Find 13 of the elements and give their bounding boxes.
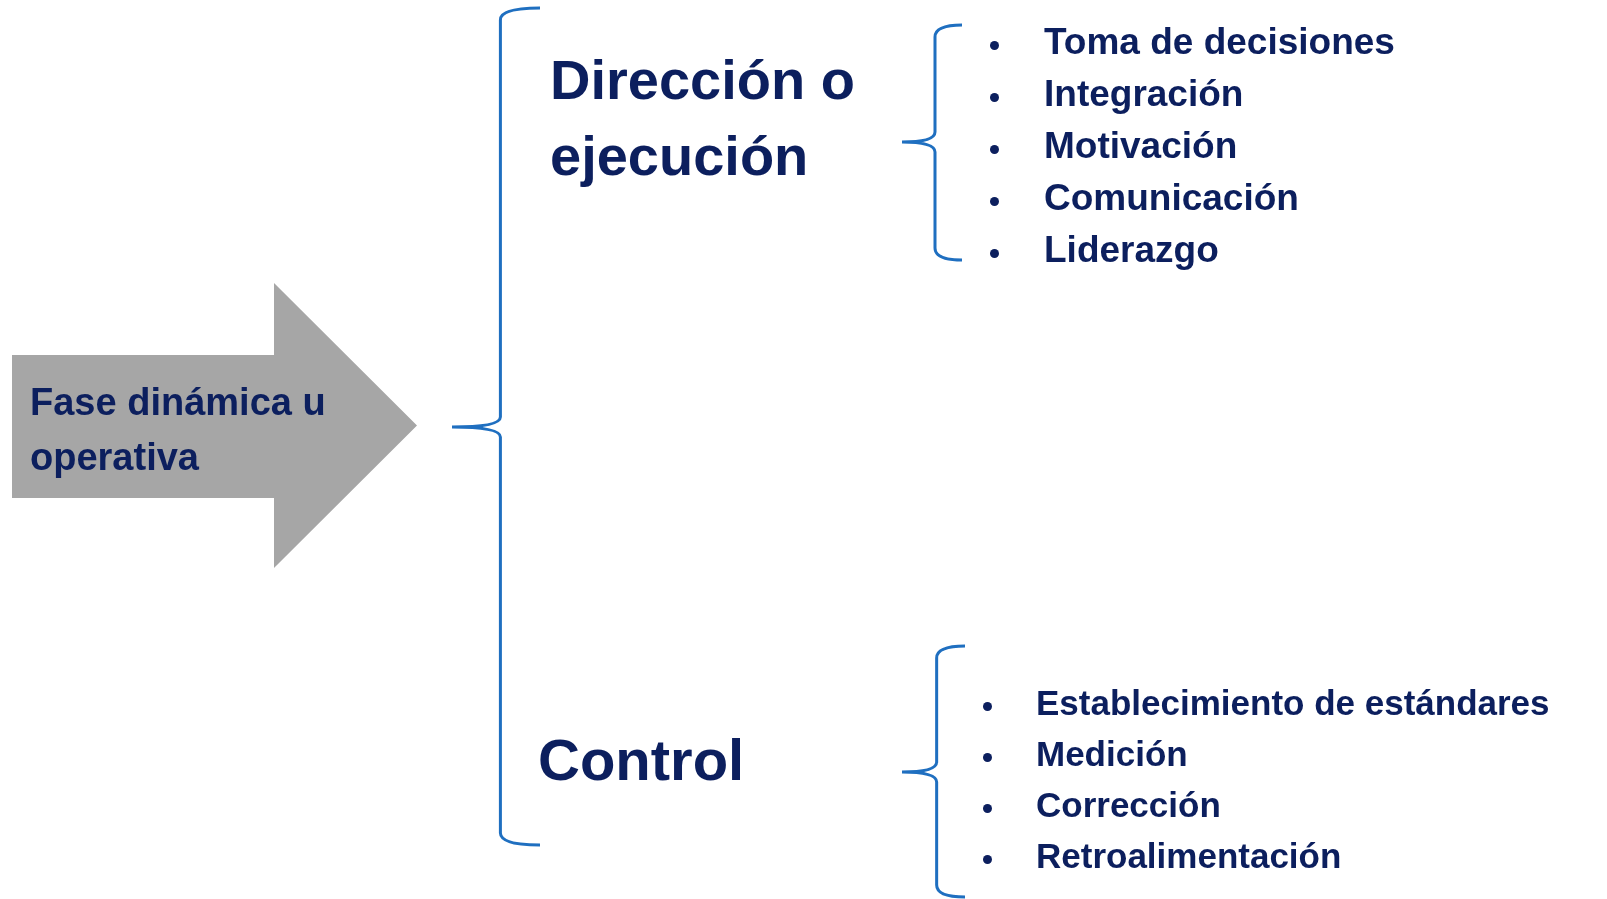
- list-item: Retroalimentación: [1036, 836, 1342, 877]
- arrow-shape: [12, 283, 417, 568]
- list-item: Comunicación: [1044, 177, 1299, 220]
- list-item: Motivación: [1044, 125, 1238, 168]
- heading-text: Dirección o ejecución: [550, 47, 856, 189]
- heading-text: Control: [538, 727, 745, 794]
- node-text: Fase dinámica u operativa: [30, 380, 327, 481]
- list-item: Corrección: [1036, 785, 1221, 826]
- list-item: Establecimiento de estándares: [1036, 683, 1550, 724]
- list-item: Toma de decisiones: [1044, 21, 1395, 64]
- list-item: Medición: [1036, 734, 1188, 775]
- list-item: Integración: [1044, 73, 1244, 116]
- list-item: Liderazgo: [1044, 229, 1219, 272]
